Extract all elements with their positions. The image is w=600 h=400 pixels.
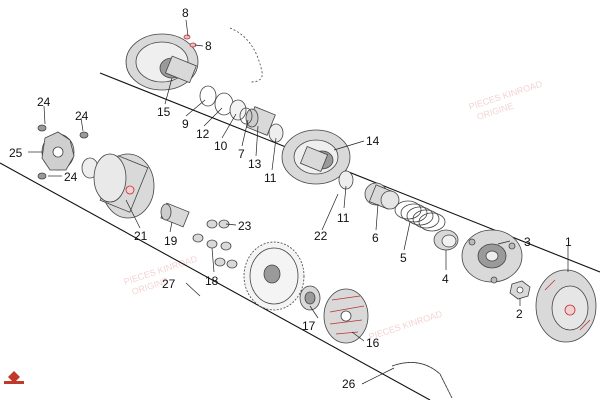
callout-10: 10 (214, 139, 228, 153)
part-23-weight-rollers (192, 219, 238, 269)
part-14-sliding-face (281, 129, 351, 185)
part-26-drive-belt (391, 362, 453, 399)
callout-3: 3 (524, 235, 531, 249)
callout-19: 19 (164, 234, 178, 248)
part-15-driven-face (125, 33, 199, 91)
callout-4: 4 (442, 272, 449, 286)
callout-8-top: 8 (182, 6, 189, 20)
callout-12: 12 (196, 127, 210, 141)
callout-22: 22 (314, 229, 328, 243)
part-24-rollers (37, 124, 89, 180)
part-18-ring-gear (243, 241, 305, 311)
part-25-fan-plate (41, 131, 75, 171)
part-3-clutch-shoe (461, 229, 523, 284)
callout-17: 17 (302, 319, 316, 333)
callout-11-upper: 11 (264, 171, 277, 185)
part-belt-ghost (229, 27, 263, 83)
part-4-spring-seat (433, 229, 459, 251)
callout-2: 2 (516, 307, 523, 321)
part-16-fixed-drive-face (323, 288, 369, 344)
callout-9: 9 (182, 117, 189, 131)
part-5-spring (394, 200, 446, 232)
callout-13: 13 (248, 157, 262, 171)
callout-6: 6 (372, 231, 379, 245)
part-2-nut (509, 280, 531, 300)
brand-logo (4, 371, 24, 384)
part-17-drive-hub (299, 285, 321, 311)
part-10-ring (229, 99, 247, 121)
part-1-clutch-bell (535, 269, 597, 343)
leader-lines (28, 19, 569, 385)
callout-24-left: 24 (37, 95, 51, 109)
callouts: 8 8 15 9 12 10 7 13 11 14 11 22 6 5 4 3 … (9, 6, 572, 391)
callout-5: 5 (400, 251, 407, 265)
part-7-ring (239, 107, 253, 125)
callout-15: 15 (157, 105, 171, 119)
callout-23: 23 (238, 219, 252, 233)
part-9-circlip (199, 85, 217, 107)
lower-axis-line (0, 162, 431, 400)
callout-11-lower: 11 (337, 211, 350, 225)
callout-7: 7 (238, 147, 245, 161)
part-6-collar (364, 182, 400, 210)
callout-14: 14 (366, 134, 380, 148)
callout-25: 25 (9, 146, 23, 160)
callout-18: 18 (205, 274, 219, 288)
part-19-boss (160, 202, 190, 228)
callout-27: 27 (162, 277, 176, 291)
callout-24-right: 24 (75, 109, 89, 123)
callout-16: 16 (366, 336, 380, 350)
callout-8-pin: 8 (205, 39, 212, 53)
callout-21: 21 (134, 229, 148, 243)
part-11-seal-upper (268, 123, 284, 143)
callout-1: 1 (565, 235, 572, 249)
callout-26: 26 (342, 377, 356, 391)
part-21-movable-drive-face (93, 153, 155, 219)
callout-24-bottom: 24 (64, 170, 78, 184)
part-8-pins (183, 34, 197, 48)
